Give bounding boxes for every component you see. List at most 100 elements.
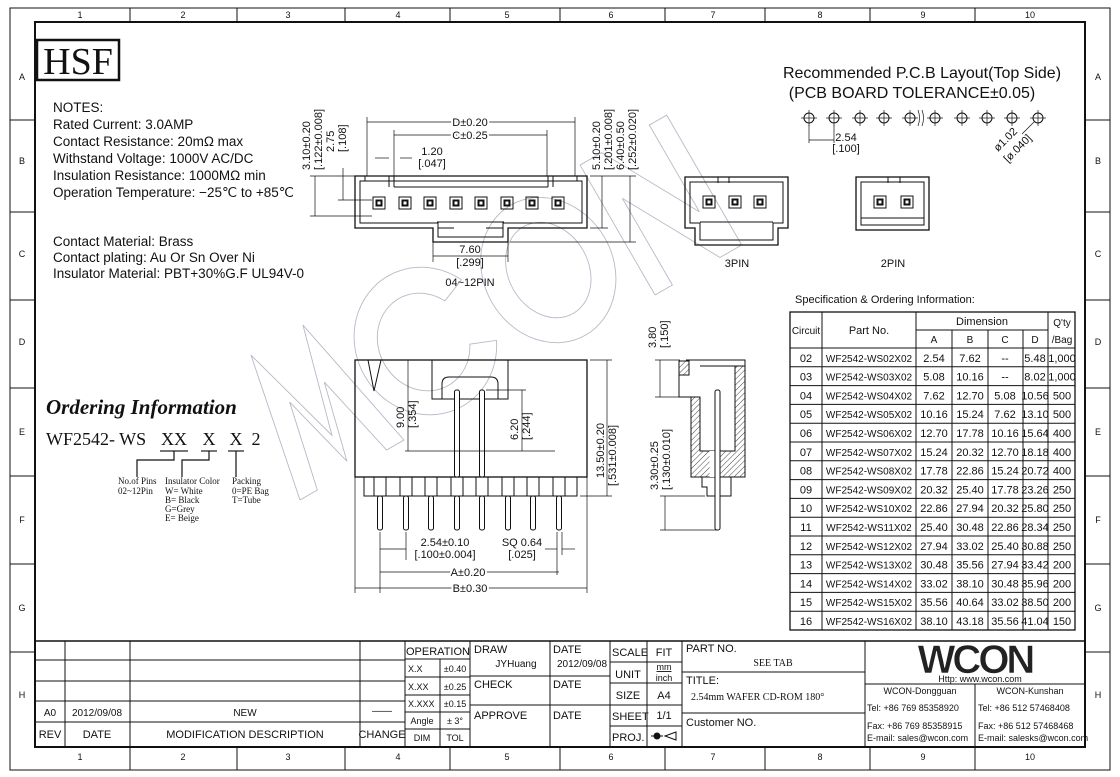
pin-square-icon xyxy=(900,195,914,209)
table-cell: 2.54 xyxy=(923,353,944,365)
pcb-hole-icon xyxy=(902,110,918,126)
zone-column-label: 8 xyxy=(817,10,822,20)
dim-height-2: 2.75 xyxy=(325,131,337,152)
wcon-logo: WCON xyxy=(918,638,1034,682)
table-cell: -- xyxy=(1001,353,1009,365)
table-cell: 38.10 xyxy=(956,578,984,590)
ordering-code-packing: X xyxy=(230,429,243,449)
check-date-label: DATE xyxy=(553,679,582,691)
table-cell: 23.26 xyxy=(1021,484,1049,496)
part-no-label: PART NO. xyxy=(686,643,737,655)
dim-gap: 1.20 xyxy=(421,146,442,158)
zone-row-label: F xyxy=(1095,515,1101,525)
pin-tail xyxy=(479,495,485,531)
color-option: E= Beige xyxy=(165,513,199,523)
office-tel: Tel: +86 512 57468408 xyxy=(978,703,1070,713)
pin-square-icon xyxy=(525,196,539,210)
zone-column-label: 6 xyxy=(608,10,613,20)
header-part-no: Part No. xyxy=(849,325,889,337)
dim-total-height-inch: [.531±0.008] xyxy=(607,425,619,486)
pin-square-icon xyxy=(702,195,716,209)
unit-inch: inch xyxy=(656,673,673,683)
table-cell: 30.88 xyxy=(1021,541,1049,553)
front-view-drawing: 9.00 [.354] 6.20 [.244] 13.50±0.20 [.531… xyxy=(354,359,619,597)
table-cell: 5.08 xyxy=(994,390,1015,402)
table-cell: WF2542-WS11X02 xyxy=(826,523,912,534)
pin-post xyxy=(454,389,460,478)
pcb-subtitle: (PCB BOARD TOLERANCE±0.05) xyxy=(789,85,1035,102)
pcb-hole-icon xyxy=(1030,110,1046,126)
zone-row-label: C xyxy=(19,249,26,259)
header-c: C xyxy=(1001,335,1008,346)
pin-square-icon xyxy=(753,195,767,209)
table-cell: 35.56 xyxy=(991,616,1019,628)
pcb-hole-icon xyxy=(1004,110,1020,126)
top-view-caption: 04~12PIN xyxy=(445,277,494,289)
tol-format: X.XXX xyxy=(408,699,435,709)
table-cell: 10.16 xyxy=(956,372,984,384)
pin-square-icon xyxy=(398,196,412,210)
table-cell: 20.32 xyxy=(920,484,948,496)
operation-label: OPERATION xyxy=(406,646,470,658)
note-line: Withstand Voltage: 1000V AC/DC xyxy=(53,151,254,166)
office-name: WCON-Dongguan xyxy=(883,686,956,696)
hsf-logo: HSF xyxy=(35,38,121,83)
material-line: Insulator Material: PBT+30%G.F UL94V-0 xyxy=(53,266,304,281)
material-line: Contact Material: Brass xyxy=(53,234,194,249)
table-cell: WF2542-WS13X02 xyxy=(826,561,913,572)
dim-top: 3.80 xyxy=(647,327,659,348)
zone-row-label: C xyxy=(1095,249,1102,259)
dim-b: B±0.30 xyxy=(453,583,488,595)
table-cell: 1,000 xyxy=(1048,353,1076,365)
zone-column-label: 9 xyxy=(920,10,925,20)
material-line: Contact plating: Au Or Sn Over Ni xyxy=(53,250,255,265)
notes-heading: NOTES: xyxy=(53,100,103,115)
dim-height-4: 6.40±0.50 xyxy=(615,121,627,170)
note-line: Operation Temperature: −25℃ to +85℃ xyxy=(53,185,294,200)
zone-column-label: 3 xyxy=(285,752,290,762)
zone-column-label: 8 xyxy=(817,752,822,762)
scale-value: FIT xyxy=(656,647,673,659)
table-cell: 41.04 xyxy=(1021,616,1049,628)
tol-format: X.X xyxy=(408,664,423,674)
draw-label: DRAW xyxy=(474,644,508,656)
pin-tail xyxy=(377,495,383,531)
header-modification: MODIFICATION DESCRIPTION xyxy=(166,729,324,741)
dim-top-inch: [.150] xyxy=(659,320,671,348)
dim-tail: 3.30±0.25 xyxy=(649,441,661,490)
packing-option: 0=PE Bag xyxy=(232,486,269,496)
table-cell: WF2542-WS09X02 xyxy=(826,485,913,496)
zone-row-label: H xyxy=(1095,690,1102,700)
table-cell: 08 xyxy=(800,466,812,478)
table-cell: 14 xyxy=(800,578,812,590)
table-cell: 43.18 xyxy=(956,616,984,628)
table-cell: 20.32 xyxy=(956,447,984,459)
revision-change: —— xyxy=(372,706,392,717)
table-cell: 11 xyxy=(800,522,811,534)
ordering-code-color: X xyxy=(203,429,216,449)
table-cell: 15.24 xyxy=(920,447,948,459)
table-cell: 20.72 xyxy=(1021,466,1049,478)
table-cell: 22.86 xyxy=(956,466,984,478)
table-cell: 04 xyxy=(800,390,812,402)
sheet-value: 1/1 xyxy=(656,710,671,722)
table-cell: 15 xyxy=(800,597,812,609)
pin-tail xyxy=(454,495,460,531)
table-cell: WF2542-WS02X02 xyxy=(826,354,913,365)
table-cell: 30.48 xyxy=(956,522,984,534)
table-cell: 500 xyxy=(1053,409,1071,421)
table-cell: 22.86 xyxy=(991,522,1019,534)
zone-column-label: 5 xyxy=(504,752,509,762)
table-cell: 10 xyxy=(800,503,812,515)
ordering-code-pins: XX xyxy=(161,429,187,449)
zone-row-label: H xyxy=(19,690,26,700)
table-cell: 12.70 xyxy=(991,447,1019,459)
pin-square-icon xyxy=(873,195,887,209)
pcb-hole-icon xyxy=(876,110,892,126)
